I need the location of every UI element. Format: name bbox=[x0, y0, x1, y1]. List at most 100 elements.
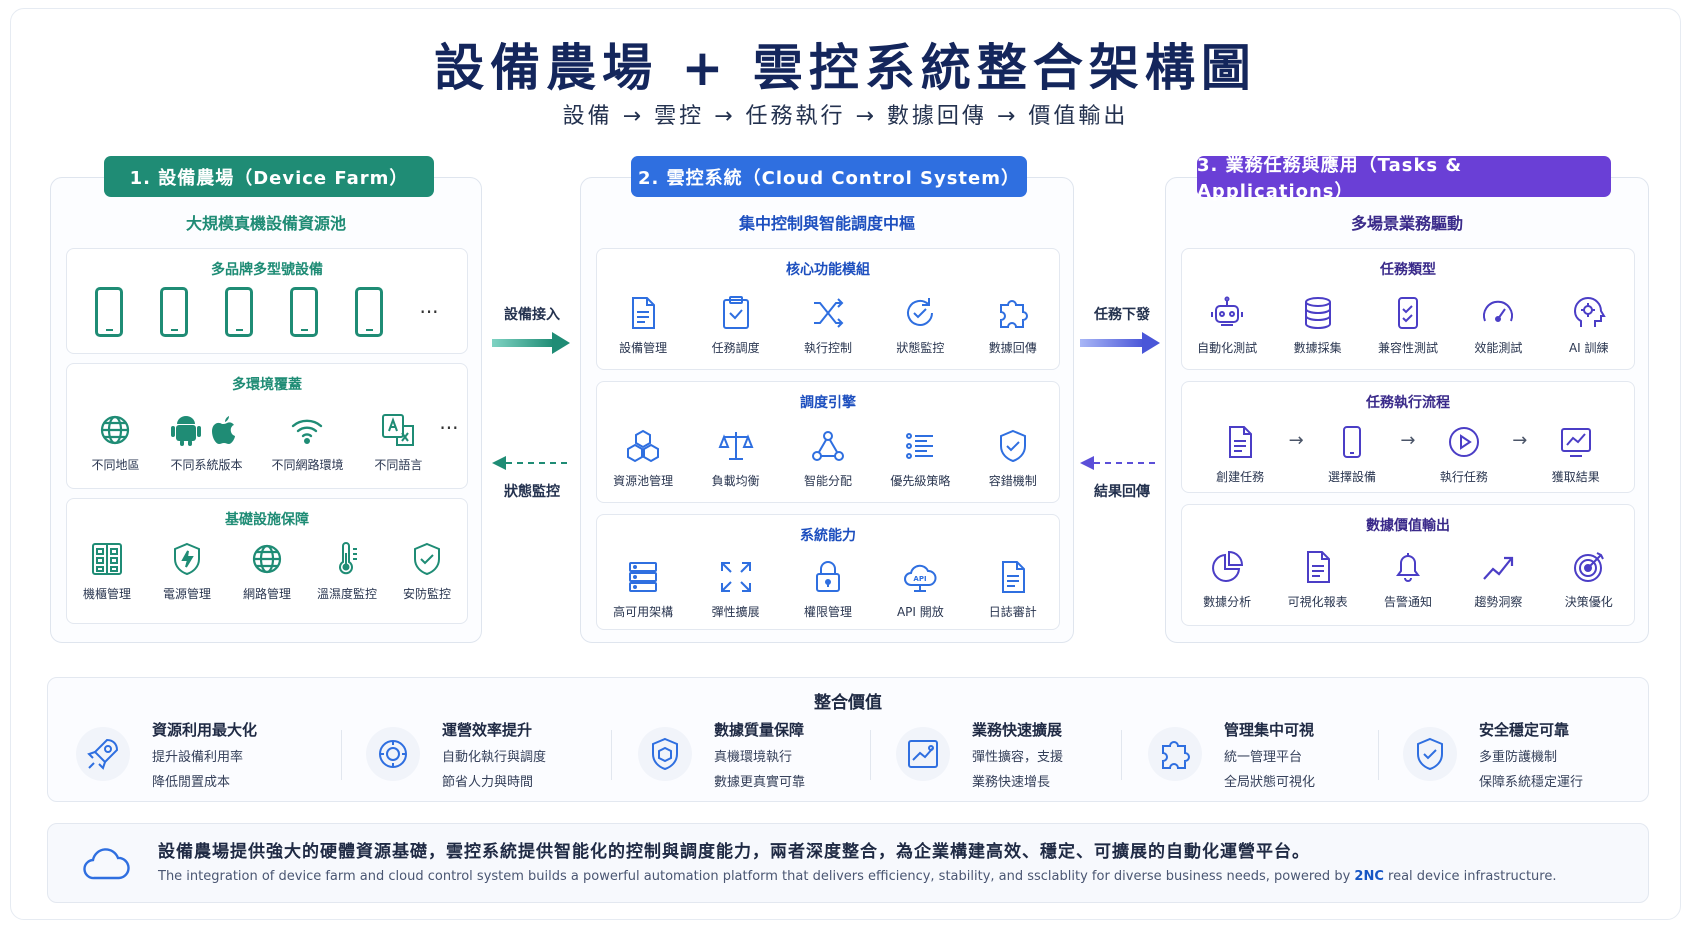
right-arrow-icon bbox=[1080, 332, 1160, 354]
engine-smart-allocation: 智能分配 bbox=[788, 428, 868, 489]
flow-arrow: → bbox=[1512, 430, 1528, 451]
flow-execute-task: 執行任務 bbox=[1424, 424, 1504, 485]
data-value-items: 數據分析 可視化報表 告警通知 趨勢洞察 決策優化 bbox=[1182, 549, 1634, 610]
status-monitor-label: 狀態監控 bbox=[504, 484, 560, 500]
value-visual-report: 可視化報表 bbox=[1278, 549, 1358, 610]
environment-box: 多環境覆蓋 不同地區 不同系統版本 不同網路環境 不同語言 ··· bbox=[66, 363, 468, 489]
module-data-return: 數據回傳 bbox=[973, 295, 1053, 356]
gear-icon bbox=[379, 740, 407, 768]
divider bbox=[611, 730, 612, 780]
phone-icon bbox=[225, 287, 254, 337]
device-farm-panel: 大規模真機設備資源池 多品牌多型號設備 ··· 多環境覆蓋 不同地區 不同系統版… bbox=[50, 177, 482, 643]
phone-row: ··· bbox=[77, 287, 457, 337]
document-icon bbox=[632, 297, 656, 329]
device-farm-subtitle: 大規模真機設備資源池 bbox=[185, 214, 346, 233]
summary-banner: 設備農場提供強大的硬體資源基礎，雲控系統提供智能化的控制與調度能力，兩者深度整合… bbox=[47, 823, 1649, 903]
priority-list-icon bbox=[906, 433, 934, 459]
task-flow-box: 任務執行流程 創建任務 → 選擇設備 → 執行任務 → 獲取結果 bbox=[1181, 381, 1635, 493]
type-performance-test: 效能測試 bbox=[1458, 295, 1538, 356]
puzzle-icon bbox=[1162, 741, 1190, 769]
shield-box-icon bbox=[652, 737, 678, 771]
module-execution-control: 執行控制 bbox=[788, 295, 868, 356]
robot-icon bbox=[1211, 296, 1244, 326]
box-title: 數據價值輸出 bbox=[1366, 518, 1450, 534]
document-icon bbox=[1229, 426, 1253, 458]
infra-security: 安防監控 bbox=[387, 541, 467, 602]
env-region: 不同地區 bbox=[75, 412, 155, 473]
phone-icon bbox=[1343, 426, 1362, 458]
flow-get-result: 獲取結果 bbox=[1536, 424, 1616, 485]
device-brands-box: 多品牌多型號設備 ··· bbox=[66, 248, 468, 354]
cloud-control-subtitle: 集中控制與智能調度中樞 bbox=[738, 214, 915, 233]
page-subtitle: 設備 → 雲控 → 任務執行 → 數據回傳 → 價值輸出 bbox=[562, 104, 1129, 129]
box-title: 系統能力 bbox=[800, 528, 856, 544]
divider bbox=[870, 730, 871, 780]
lock-icon bbox=[815, 561, 840, 592]
integration-value-strip: 整合價值 資源利用最大化提升設備利用率降低閒置成本 運營效率提升自動化執行與調度… bbox=[47, 677, 1649, 802]
globe-icon bbox=[101, 415, 130, 445]
type-compatibility-test: 兼容性測試 bbox=[1368, 295, 1448, 356]
divider bbox=[1378, 730, 1379, 780]
clipboard-icon bbox=[722, 296, 749, 329]
environment-items: 不同地區 不同系統版本 不同網路環境 不同語言 ··· bbox=[67, 412, 467, 473]
cap-high-availability: 高可用架構 bbox=[603, 559, 683, 620]
database-icon bbox=[1304, 297, 1331, 330]
wifi-icon bbox=[292, 419, 323, 445]
box-title: 多品牌多型號設備 bbox=[211, 262, 323, 278]
data-value-box: 數據價值輸出 數據分析 可視化報表 告警通知 趨勢洞察 決策優化 bbox=[1181, 504, 1635, 626]
engine-priority-policy: 優先級策略 bbox=[880, 428, 960, 489]
android-apple-icon bbox=[171, 416, 236, 446]
flow-create-task: 創建任務 bbox=[1200, 424, 1280, 485]
cap-api-open: API API 開放 bbox=[880, 559, 960, 620]
value-centralized-visibility: 管理集中可視統一管理平台全局狀態可視化 bbox=[1148, 718, 1315, 790]
cloud-control-tag: 2. 雲控系統（Cloud Control System） bbox=[631, 156, 1027, 197]
box-title: 核心功能模組 bbox=[786, 262, 870, 278]
cap-elastic-scaling: 彈性擴展 bbox=[696, 559, 776, 620]
value-trend-insight: 趨勢洞察 bbox=[1458, 549, 1538, 610]
module-status-monitor: 狀態監控 bbox=[880, 295, 960, 356]
phone-icon bbox=[354, 287, 383, 337]
target-icon bbox=[1573, 552, 1604, 582]
server-icon bbox=[629, 562, 658, 592]
page-title: 設備農場 + 雲控系統整合架構圖 bbox=[434, 39, 1257, 97]
type-data-collection: 數據採集 bbox=[1278, 295, 1358, 356]
puzzle-icon bbox=[999, 300, 1028, 328]
module-task-scheduling: 任務調度 bbox=[696, 295, 776, 356]
trend-up-icon bbox=[1483, 556, 1514, 580]
divider bbox=[1121, 730, 1122, 780]
summary-zh: 設備農場提供強大的硬體資源基礎，雲控系統提供智能化的控制與調度能力，兩者深度整合… bbox=[158, 842, 1310, 862]
task-types-box: 任務類型 自動化測試 數據採集 兼容性測試 效能測試 AI 訓練 bbox=[1181, 248, 1635, 370]
brand-name: 2NC bbox=[1354, 869, 1384, 884]
infra-rack: 機櫃管理 bbox=[67, 541, 147, 602]
power-shield-icon bbox=[174, 542, 200, 576]
bell-icon bbox=[1395, 553, 1420, 582]
integration-value-title: 整合價值 bbox=[814, 693, 882, 713]
phone-check-icon bbox=[1397, 297, 1418, 329]
right-arrow-icon bbox=[492, 332, 570, 354]
rack-icon bbox=[92, 543, 122, 575]
shield-check-icon bbox=[999, 429, 1026, 463]
device-farm-tag: 1. 設備農場（Device Farm） bbox=[104, 156, 434, 197]
summary-en: The integration of device farm and cloud… bbox=[158, 869, 1557, 884]
cap-log-audit: 日誌審計 bbox=[973, 559, 1053, 620]
expand-icon bbox=[720, 562, 751, 592]
cloud-control-panel: 集中控制與智能調度中樞 核心功能模組 設備管理 任務調度 執行控制 狀態監控 bbox=[580, 177, 1074, 643]
module-device-mgmt: 設備管理 bbox=[603, 295, 683, 356]
scale-icon bbox=[718, 432, 754, 460]
left-dashed-arrow-icon bbox=[492, 456, 570, 470]
thermometer-icon bbox=[339, 542, 357, 575]
type-automation-test: 自動化測試 bbox=[1187, 295, 1267, 356]
ai-brain-icon bbox=[1573, 297, 1606, 327]
more-indicator: ··· bbox=[419, 300, 439, 324]
result-return-label: 結果回傳 bbox=[1094, 484, 1150, 500]
engine-resource-pool: 資源池管理 bbox=[603, 428, 683, 489]
cloud-icon bbox=[83, 848, 130, 880]
task-flow-items: 創建任務 → 選擇設備 → 執行任務 → 獲取結果 bbox=[1182, 424, 1634, 485]
task-types-items: 自動化測試 數據採集 兼容性測試 效能測試 AI 訓練 bbox=[1182, 295, 1634, 356]
phone-icon bbox=[95, 287, 124, 337]
chart-monitor-icon bbox=[1560, 428, 1591, 457]
scheduling-engine-items: 資源池管理 負載均衡 智能分配 優先級策略 容錯機制 bbox=[597, 428, 1059, 489]
shuffle-icon bbox=[813, 298, 844, 328]
task-dispatch-label: 任務下發 bbox=[1094, 307, 1150, 323]
tasks-subtitle: 多場景業務驅動 bbox=[1350, 214, 1463, 233]
